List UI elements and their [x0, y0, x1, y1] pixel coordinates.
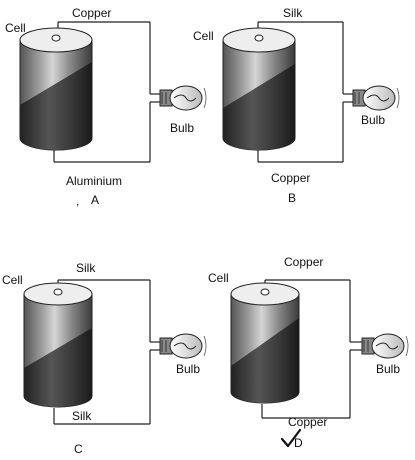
bulb-label: Bulb — [170, 121, 194, 135]
top-wire-label: Silk — [283, 6, 303, 20]
bottom-wire-label: Aluminium — [66, 174, 122, 188]
bottom-wire-label: Copper — [288, 415, 327, 429]
panel-label: B — [288, 191, 296, 205]
panel-d: Cell Copper Bulb Copper D — [208, 255, 409, 450]
top-wire-label: Copper — [284, 255, 323, 269]
cell-label: Cell — [208, 271, 229, 285]
bottom-wire-label: Silk — [72, 409, 92, 423]
cell-terminal — [254, 34, 264, 42]
panel-label: A — [91, 193, 99, 207]
cell-terminal — [53, 288, 63, 296]
checkmark-icon — [280, 428, 302, 448]
bulb-label: Bulb — [176, 362, 200, 376]
panel-label: D — [294, 436, 303, 450]
panel-b: Cell Silk Bulb Copper B — [193, 6, 400, 205]
bulb-icon — [361, 333, 409, 359]
cell-label: Cell — [2, 273, 23, 287]
panel-a: Cell Copper Bulb Aluminium A , — [5, 6, 207, 208]
top-wire-label: Copper — [72, 6, 111, 20]
cell — [222, 27, 296, 151]
cell-terminal — [260, 288, 270, 296]
bottom-wire-label: Copper — [271, 171, 310, 185]
panel-label: C — [74, 442, 83, 456]
bulb-icon — [352, 85, 400, 111]
cell-terminal — [51, 34, 61, 42]
top-wire-label: Silk — [76, 261, 96, 275]
cell — [230, 282, 300, 404]
cell — [23, 282, 93, 408]
cell-label: Cell — [193, 29, 214, 43]
bulb-label: Bulb — [361, 113, 385, 127]
bulb-icon — [159, 85, 207, 111]
cell — [19, 27, 93, 151]
cell-label: Cell — [5, 21, 26, 35]
stray-mark: , — [76, 194, 79, 208]
panel-c: Cell Silk Bulb Silk C — [2, 261, 207, 456]
bulb-icon — [159, 333, 207, 359]
bulb-label: Bulb — [376, 362, 400, 376]
